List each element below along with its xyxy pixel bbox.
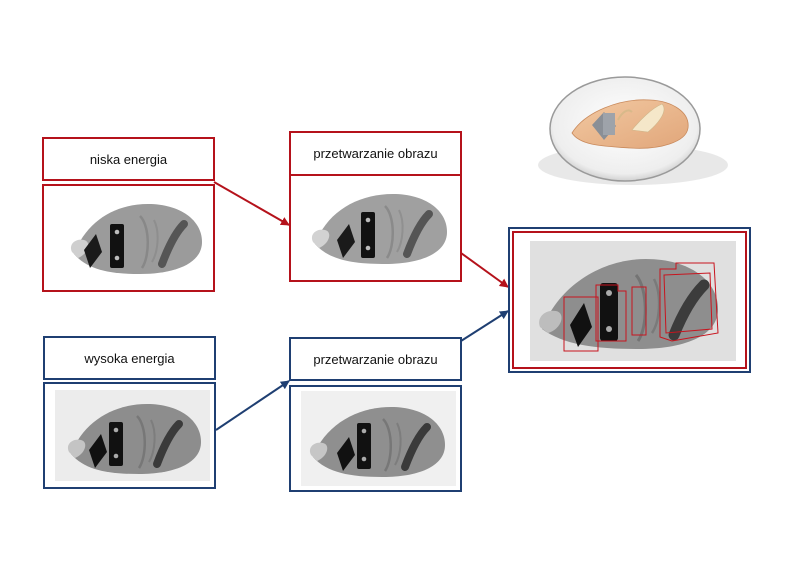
arrow-high-to-processing	[216, 381, 289, 430]
result-inner-frame	[512, 231, 747, 369]
arrow-low-to-processing	[214, 182, 289, 225]
xray-processed-high	[291, 387, 460, 490]
xray-fused-result	[514, 233, 745, 367]
arrow-processing-top-to-result	[461, 253, 508, 287]
xray-high-energy	[45, 384, 214, 487]
high-energy-label: wysoka energia	[84, 351, 174, 366]
high-energy-label-box: wysoka energia	[43, 336, 216, 380]
low-energy-label-box: niska energia	[42, 137, 215, 181]
processing-top-box: przetwarzanie obrazu	[289, 131, 462, 282]
processing-bottom-label: przetwarzanie obrazu	[313, 352, 437, 367]
xray-low-energy	[44, 186, 213, 290]
processing-top-header: przetwarzanie obrazu	[291, 133, 460, 176]
xray-processed-low	[291, 178, 460, 282]
high-energy-image-box	[43, 382, 216, 489]
low-energy-label: niska energia	[90, 152, 167, 167]
result-outer-frame	[508, 227, 751, 373]
processing-top-label: przetwarzanie obrazu	[313, 146, 437, 161]
processing-bottom-image-box	[289, 385, 462, 492]
low-energy-image-box	[42, 184, 215, 292]
arrow-processing-bottom-to-result	[461, 311, 508, 341]
processing-bottom-label-box: przetwarzanie obrazu	[289, 337, 462, 381]
